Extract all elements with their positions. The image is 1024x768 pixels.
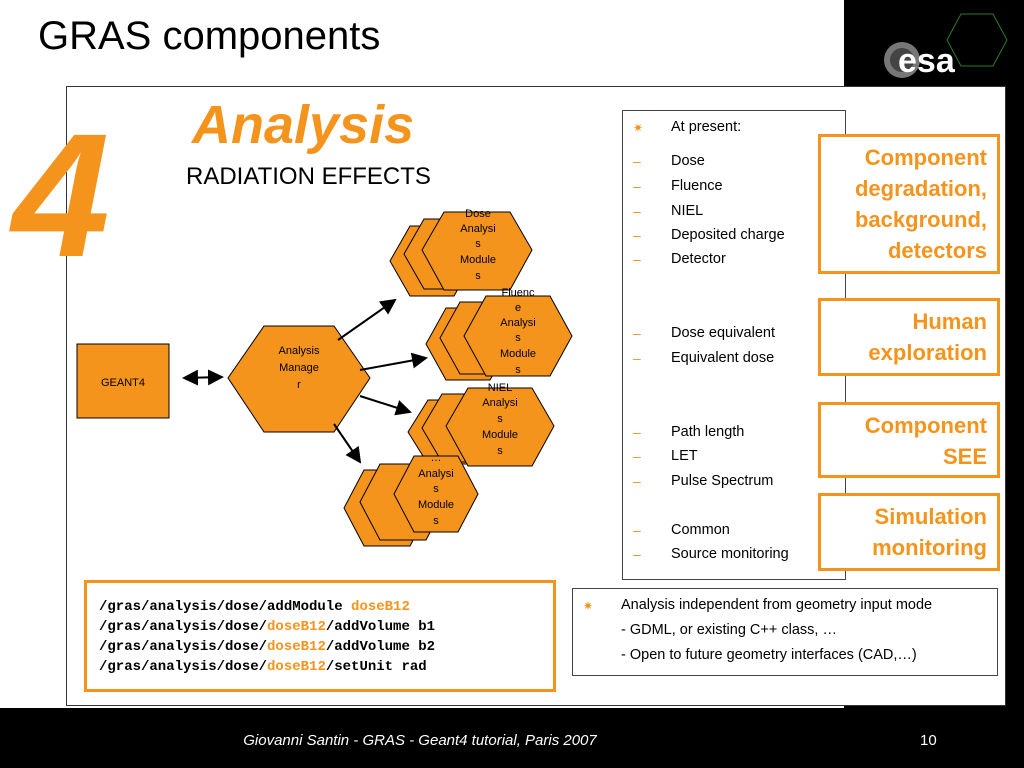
list-item: Equivalent dose xyxy=(671,350,775,366)
dash-icon: – xyxy=(633,178,641,194)
command-line: /gras/analysis/dose/doseB12/addVolume b1 xyxy=(99,619,436,635)
section-heading: Analysis xyxy=(192,95,415,155)
list-item: Detector xyxy=(671,251,726,267)
application-line: SEE xyxy=(942,444,987,469)
application-line: Simulation xyxy=(874,504,987,529)
bullet-star-icon: ✷ xyxy=(633,121,644,135)
command-line: /gras/analysis/dose/doseB12/setUnit rad xyxy=(99,659,427,675)
niel-module-line-5: s xyxy=(497,445,503,457)
list-item: Fluence xyxy=(671,178,723,194)
manager-label-line-1: Analysis xyxy=(279,345,320,357)
application-line: monitoring xyxy=(872,535,987,560)
arrow-to-other xyxy=(333,423,362,464)
geant4-label: GEANT4 xyxy=(101,377,145,389)
list-item: Path length xyxy=(671,424,745,440)
application-box-human-exploration: Human exploration xyxy=(818,298,1000,376)
list-item: Deposited charge xyxy=(671,227,785,243)
arrow-to-dose xyxy=(337,298,397,341)
note-line: - Open to future geometry interfaces (CA… xyxy=(621,647,917,663)
application-line: Human xyxy=(912,309,987,334)
dose-module-line-2: Analysi xyxy=(460,223,495,235)
logo-text: esa xyxy=(898,42,956,80)
list-header: At present: xyxy=(671,119,742,135)
section-subheading: RADIATION EFFECTS xyxy=(186,163,431,190)
note-line: - GDML, or existing C++ class, … xyxy=(621,622,837,638)
application-box-simulation: Simulation monitoring xyxy=(818,493,1000,571)
dash-icon: – xyxy=(633,522,641,538)
section-number: 4 xyxy=(12,98,110,294)
fluence-module-stack: Fluenc e Analysi s Module s xyxy=(425,287,573,381)
analysis-diagram: GEANT4 Analysis Manage r Dose Analysi s … xyxy=(76,208,573,547)
dash-icon: – xyxy=(633,448,641,464)
geant4-node: GEANT4 xyxy=(76,343,170,419)
dash-icon: – xyxy=(633,350,641,366)
page-number: 10 xyxy=(920,732,937,749)
other-module-stack: … Analysi s Module s xyxy=(343,452,479,547)
footer-bar-background xyxy=(0,708,1024,768)
dose-module-line-5: s xyxy=(475,270,481,282)
fluence-module-line-5: Module xyxy=(500,348,536,360)
dose-module-line-4: Module xyxy=(460,254,496,266)
other-module-line-5: s xyxy=(433,515,439,527)
dose-module-stack: Dose Analysi s Module s xyxy=(389,208,533,297)
esa-logo: esa xyxy=(880,36,990,85)
dash-icon: – xyxy=(633,546,641,562)
niel-module-line-3: s xyxy=(497,413,503,425)
macro-commands-box: /gras/analysis/dose/addModule doseB12 /g… xyxy=(84,580,556,692)
list-item: Pulse Spectrum xyxy=(671,473,774,489)
dash-icon: – xyxy=(633,227,641,243)
analysis-manager-node: Analysis Manage r xyxy=(227,325,371,433)
command-line: /gras/analysis/dose/doseB12/addVolume b2 xyxy=(99,639,436,655)
list-item: LET xyxy=(671,448,698,464)
other-module-line-3: s xyxy=(433,483,439,495)
dash-icon: – xyxy=(633,203,641,219)
niel-module-line-4: Module xyxy=(482,429,518,441)
note-bullet: Analysis independent from geometry input… xyxy=(621,597,933,613)
other-module-line-4: Module xyxy=(418,499,454,511)
arrow-to-fluence xyxy=(359,352,428,371)
application-line: degradation, xyxy=(854,176,987,201)
dash-icon: – xyxy=(633,424,641,440)
application-line: Component xyxy=(864,145,987,170)
list-item: Source monitoring xyxy=(671,546,789,562)
application-line: detectors xyxy=(887,238,987,263)
fluence-module-line-6: s xyxy=(515,364,521,376)
list-item: Common xyxy=(671,522,730,538)
command-line: /gras/analysis/dose/addModule doseB12 xyxy=(99,599,410,615)
bullet-star-icon: ✷ xyxy=(583,599,594,613)
application-line: Component xyxy=(864,413,987,438)
other-module-line-2: Analysi xyxy=(418,468,453,480)
slide-title: GRAS components xyxy=(38,14,381,58)
application-box-see: Component SEE xyxy=(818,402,1000,478)
arrow-to-niel xyxy=(359,395,412,416)
application-line: exploration xyxy=(868,340,987,365)
dash-icon: – xyxy=(633,473,641,489)
hexagon-decoration xyxy=(946,13,1008,67)
dash-icon: – xyxy=(633,153,641,169)
niel-module-stack: NIEL Analysi s Module s xyxy=(407,382,555,467)
list-item: Dose xyxy=(671,153,705,169)
niel-module-line-1: NIEL xyxy=(488,382,512,394)
manager-label-line-3: r xyxy=(297,379,301,391)
niel-module-line-2: Analysi xyxy=(482,397,517,409)
dash-icon: – xyxy=(633,251,641,267)
dash-icon: – xyxy=(633,325,641,341)
fluence-module-line-1: Fluenc xyxy=(501,287,535,299)
dose-module-line-1: Dose xyxy=(465,208,491,220)
fluence-module-line-3: Analysi xyxy=(500,317,535,329)
list-item: Dose equivalent xyxy=(671,325,775,341)
footer-credit: Giovanni Santin - GRAS - Geant4 tutorial… xyxy=(243,732,597,749)
application-line: background, xyxy=(854,207,987,232)
geometry-note-box: ✷ Analysis independent from geometry inp… xyxy=(572,588,998,676)
application-box-degradation: Component degradation, background, detec… xyxy=(818,134,1000,274)
manager-label-line-2: Manage xyxy=(279,362,319,374)
list-item: NIEL xyxy=(671,203,704,219)
analysis-types-list: ✷ At present: – Dose – Fluence – NIEL – … xyxy=(622,110,846,580)
fluence-module-line-4: s xyxy=(515,332,521,344)
other-module-line-1: … xyxy=(431,452,442,464)
geant4-manager-link xyxy=(182,369,224,386)
dose-module-line-3: s xyxy=(475,238,481,250)
fluence-module-line-2: e xyxy=(515,302,521,314)
